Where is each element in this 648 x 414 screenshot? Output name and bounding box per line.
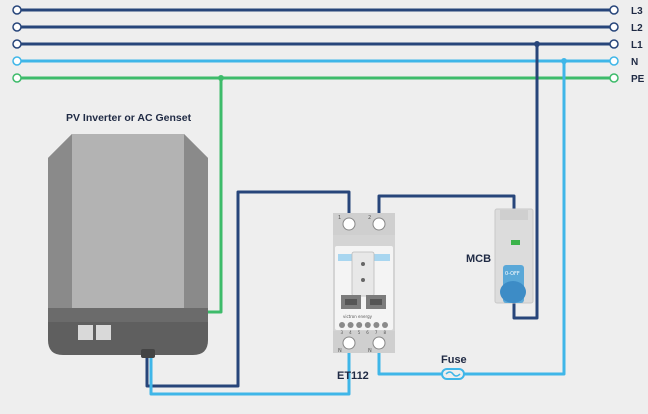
mcb-to-l1-phase-wire bbox=[512, 44, 539, 320]
bus-end-terminal bbox=[609, 39, 619, 49]
meter-rail-number: 4 bbox=[349, 330, 352, 335]
source-label: PV Inverter or AC Genset bbox=[66, 112, 192, 124]
meter-rail-screw bbox=[356, 322, 363, 328]
pe-junction-dot bbox=[218, 75, 224, 81]
meter-rail-screw bbox=[373, 322, 380, 328]
bus-lines: L3 L2 L1 N PE bbox=[12, 5, 645, 85]
bus-end-terminal bbox=[12, 22, 22, 32]
bus-label-n: N bbox=[631, 57, 638, 68]
meter-rail-number: 3 bbox=[341, 330, 344, 335]
bus-label-pe: PE bbox=[631, 74, 645, 85]
bus-end-terminal bbox=[12, 56, 22, 66]
bus-label-l3: L3 bbox=[631, 6, 643, 17]
meter-rail-number: 8 bbox=[384, 330, 387, 335]
inverter-cable-gland bbox=[141, 349, 155, 358]
meter-terminal-label-1: 1 bbox=[338, 215, 341, 221]
inverter-to-meter-phase-wire bbox=[145, 190, 351, 388]
meter-terminal-n-left bbox=[342, 336, 356, 350]
fuse-symbol bbox=[441, 368, 465, 380]
meter-terminal-label-n-right: N bbox=[368, 348, 372, 354]
bus-end-terminal bbox=[609, 22, 619, 32]
inverter-to-meter-neutral-wire bbox=[149, 352, 351, 396]
meter-terminal-label-2: 2 bbox=[368, 215, 371, 221]
meter-to-mcb-phase-wire bbox=[377, 194, 516, 214]
meter-terminal-1 bbox=[342, 217, 356, 231]
pe-wire bbox=[204, 78, 223, 314]
meter-terminal-2 bbox=[372, 217, 386, 231]
pv-inverter bbox=[48, 134, 208, 358]
bus-end-terminal bbox=[609, 5, 619, 15]
inverter-display-left bbox=[78, 325, 93, 340]
bus-end-terminal bbox=[12, 39, 22, 49]
meter-rail-screw bbox=[347, 322, 354, 328]
bus-end-terminal bbox=[609, 73, 619, 83]
mcb-label: MCB bbox=[466, 253, 491, 265]
fuse-label: Fuse bbox=[441, 354, 467, 366]
meter-rail-screw bbox=[339, 322, 345, 328]
mcb-breaker: 0-OFF bbox=[494, 208, 534, 304]
bus-end-terminal bbox=[609, 56, 619, 66]
meter-label: ET112 bbox=[337, 370, 369, 382]
meter-rail-number: 5 bbox=[358, 330, 361, 335]
meter-rail-screw bbox=[382, 322, 388, 328]
meter-brand: victron energy bbox=[343, 314, 373, 319]
meter-rail-number: 6 bbox=[366, 330, 369, 335]
meter-to-n-bus-neutral-wire bbox=[377, 61, 566, 376]
meter-terminal-label-n-left: N bbox=[338, 348, 342, 354]
mcb-status-indicator bbox=[511, 240, 520, 245]
bus-end-terminal bbox=[12, 73, 22, 83]
meter-terminal-n-right bbox=[372, 336, 386, 350]
l1-junction-dot bbox=[534, 41, 540, 47]
bus-label-l2: L2 bbox=[631, 23, 643, 34]
meter-rail-number: 7 bbox=[375, 330, 378, 335]
inverter-display-right bbox=[96, 325, 111, 340]
mcb-switch-text: 0-OFF bbox=[505, 271, 520, 277]
meter-rail-screw bbox=[364, 322, 371, 328]
n-junction-dot bbox=[561, 58, 567, 64]
bus-label-l1: L1 bbox=[631, 40, 643, 51]
bus-end-terminal bbox=[12, 5, 22, 15]
